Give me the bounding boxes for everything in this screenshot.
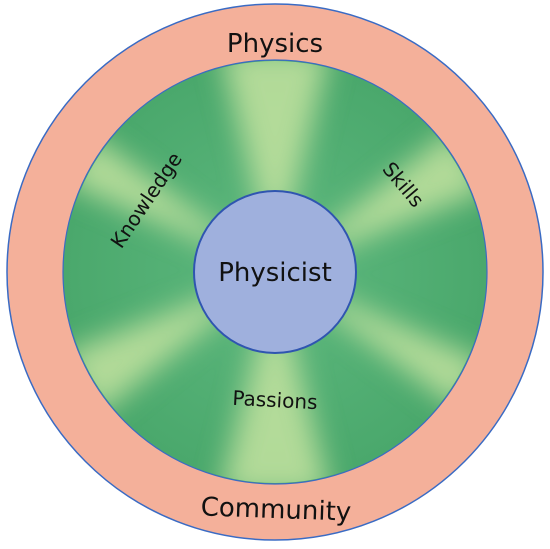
center-circle	[193, 190, 357, 354]
outer-ring-bottom-label: Community	[200, 492, 351, 527]
center-label: Physicist	[218, 258, 332, 288]
middle-ring-bottom-label: Passions	[232, 386, 318, 414]
outer-ring-top-label: Physics	[227, 29, 323, 59]
